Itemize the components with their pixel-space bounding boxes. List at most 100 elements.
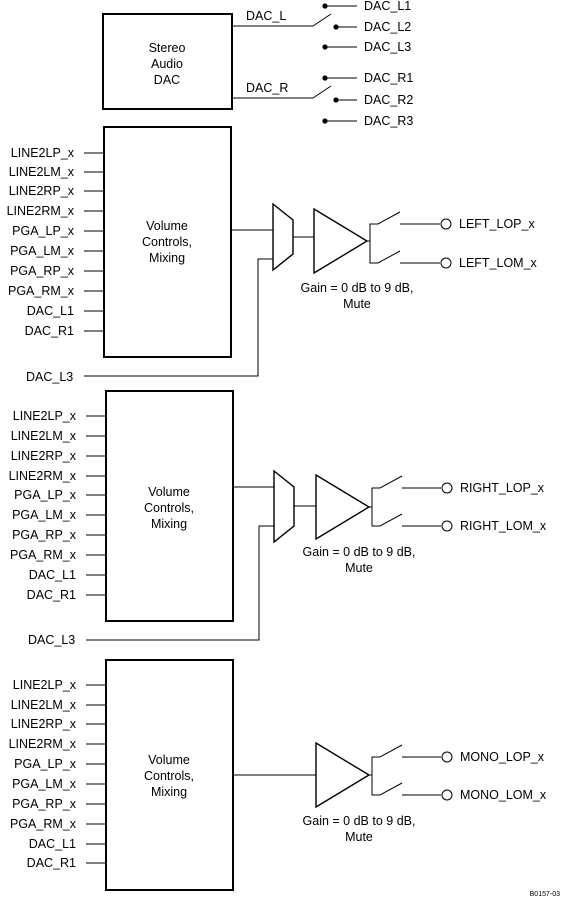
dac-right-tap-2-label: DAC_R2 [364,93,413,107]
input-label: PGA_RP_x [12,797,77,811]
right-gain-line-1: Gain = 0 dB to 9 dB, [303,545,416,559]
right-lom-label: RIGHT_LOM_x [460,519,547,533]
mono-mixer-label-line-3: Mixing [151,785,187,799]
mono-mixer-box [105,659,234,891]
right-lom-feed-wire [371,507,380,527]
input-label: LINE2LM_x [11,429,77,443]
right-lom-terminal [441,520,453,532]
mono-gain-line-1: Gain = 0 dB to 9 dB, [303,814,416,828]
input-label: PGA_LP_x [14,757,77,771]
left-gain-line-2: Mute [343,297,371,311]
right-bypass-wire [86,525,274,641]
dac-left-output-label: DAC_L [246,9,286,23]
dac-right-output-label: DAC_R [246,81,288,95]
dac-right-tap-1-label: DAC_R1 [364,71,413,85]
input-label: LINE2RM_x [9,737,77,751]
left-lop-terminal [440,218,452,230]
right-gain-line-2: Mute [345,561,373,575]
input-label: LINE2RP_x [11,449,77,463]
left-mux [272,202,294,272]
dac-right-switch-blade [312,85,332,99]
right-lop-feed-wire [369,487,380,508]
mono-mixer-inputs: LINE2LP_x LINE2LM_x LINE2RP_x LINE2RM_x … [9,678,106,870]
right-amplifier [315,473,371,541]
mono-lop-terminal [441,751,453,763]
mono-lom-feed-wire [371,775,380,796]
right-mixer-inputs: LINE2LP_x LINE2LM_x LINE2RP_x LINE2RM_x … [9,409,106,602]
input-label: PGA_RM_x [10,817,77,831]
left-gain-line-1: Gain = 0 dB to 9 dB, [301,281,414,295]
input-label: PGA_LP_x [12,224,75,238]
input-label: PGA_LM_x [12,508,77,522]
input-label: PGA_RM_x [10,548,77,562]
right-mixer-label-line-1: Volume [148,485,190,499]
left-mixer-box [103,126,232,358]
right-mixer-label-line-2: Controls, [144,501,194,515]
mono-output-path: Volume Controls, Mixing LINE2LP_x LINE2L… [9,659,547,891]
left-lop-feed-wire [367,223,378,242]
mono-mixer-label-line-2: Controls, [144,769,194,783]
dac-label-line-3: DAC [154,73,180,87]
left-bypass-label: DAC_L3 [26,370,73,384]
input-label: DAC_L1 [29,837,76,851]
input-label: LINE2RP_x [11,717,77,731]
right-lop-switch [379,475,403,489]
right-mixer-label-line-3: Mixing [151,517,187,531]
left-mixer-label-line-2: Controls, [142,235,192,249]
left-lom-feed-wire [369,241,378,264]
dac-left-tap-2-label: DAC_L2 [364,20,411,34]
left-bypass-wire [84,258,273,377]
right-bypass-label: DAC_L3 [28,633,75,647]
left-amplifier [313,207,369,275]
right-output-path: Volume Controls, Mixing LINE2LP_x LINE2L… [9,390,547,647]
input-label: DAC_R1 [25,324,74,338]
left-mixer-label-line-3: Mixing [149,251,185,265]
input-label: PGA_LP_x [14,488,77,502]
input-label: LINE2LM_x [11,698,77,712]
figure-code: B0157-03 [530,891,560,898]
mono-lop-label: MONO_LOP_x [460,750,545,764]
right-lom-switch [379,513,403,527]
mono-gain-line-2: Mute [345,830,373,844]
right-lop-label: RIGHT_LOP_x [460,481,545,495]
left-lom-switch [377,250,401,264]
input-label: PGA_RP_x [10,264,75,278]
stereo-dac-box [102,13,233,110]
mono-lop-feed-wire [369,756,380,776]
dac-label-line-2: Audio [151,57,183,71]
dac-left-tap-1-label: DAC_L1 [364,0,411,13]
input-label: LINE2LP_x [13,678,77,692]
input-label: DAC_R1 [27,856,76,870]
left-mixer-label-line-1: Volume [146,219,188,233]
input-label: LINE2LM_x [9,165,75,179]
input-label: LINE2RM_x [7,204,75,218]
input-label: PGA_RM_x [8,284,75,298]
dac-section: Stereo Audio DAC DAC_L DAC_L1 DAC_L2 DAC… [102,0,413,128]
mono-amplifier [315,741,371,809]
input-label: PGA_LM_x [10,244,75,258]
right-mixer-box [105,390,234,622]
right-mux [273,469,295,544]
mono-lom-switch [379,782,403,796]
dac-left-switch-blade [312,13,332,27]
input-label: DAC_L1 [27,304,74,318]
left-lom-label: LEFT_LOM_x [459,256,538,270]
input-label: LINE2LP_x [13,409,77,423]
left-lop-label: LEFT_LOP_x [459,217,535,231]
left-output-path: Volume Controls, Mixing LINE2LP_x LINE2L… [7,126,538,384]
input-label: LINE2RM_x [9,469,77,483]
mono-lop-switch [379,744,403,758]
input-label: LINE2LP_x [11,146,75,160]
mono-mixer-label-line-1: Volume [148,753,190,767]
left-lop-switch [377,211,401,225]
input-label: PGA_RP_x [12,528,77,542]
input-label: PGA_LM_x [12,777,77,791]
input-label: DAC_L1 [29,568,76,582]
dac-left-tap-3-label: DAC_L3 [364,40,411,54]
left-mixer-inputs: LINE2LP_x LINE2LM_x LINE2RP_x LINE2RM_x … [7,146,104,338]
mono-lom-label: MONO_LOM_x [460,788,547,802]
input-label: DAC_R1 [27,588,76,602]
left-lom-terminal [440,257,452,269]
mono-lom-terminal [441,789,453,801]
